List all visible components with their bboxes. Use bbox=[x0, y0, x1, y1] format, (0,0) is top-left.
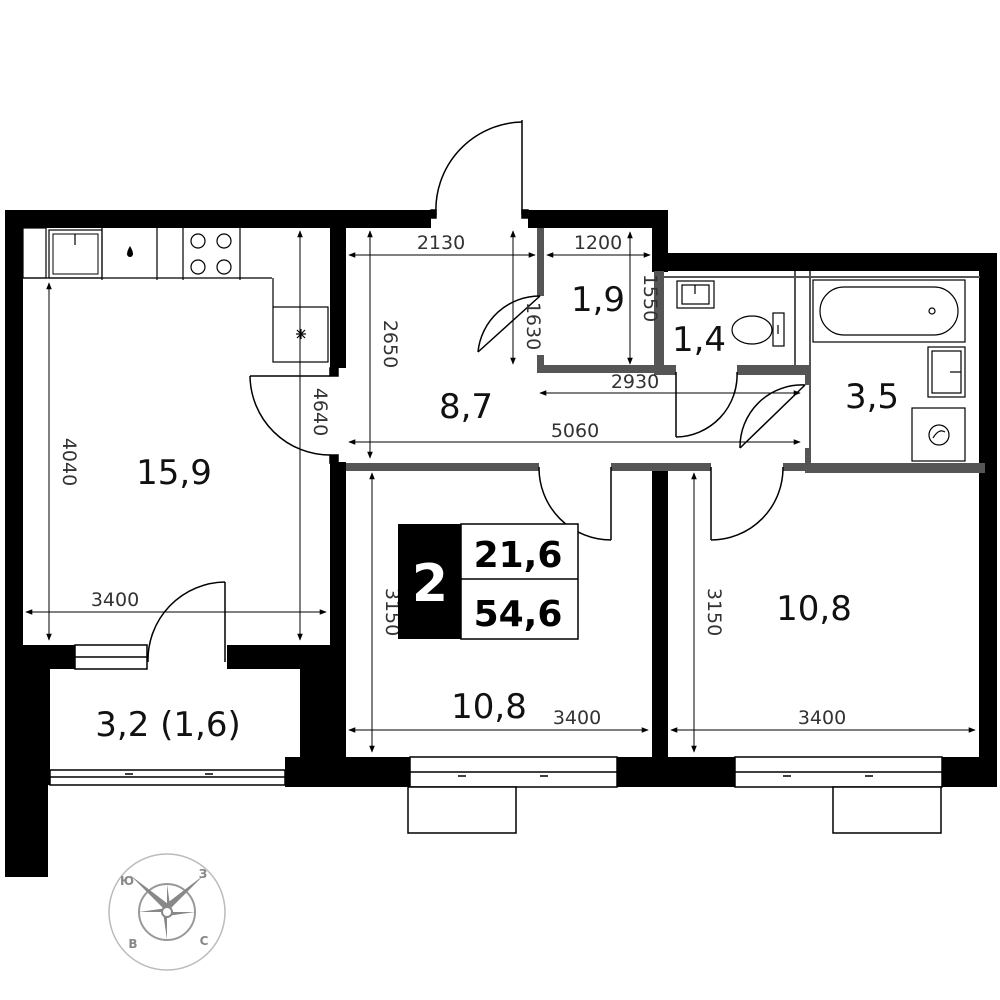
dimension-lines bbox=[25, 230, 976, 753]
dim-right-room-width: 3400 bbox=[798, 707, 846, 729]
closet-door[interactable] bbox=[477, 295, 541, 353]
compass: Ю З В С bbox=[108, 853, 226, 971]
right-bedroom-door[interactable] bbox=[710, 466, 784, 541]
room-area-bath: 3,5 bbox=[845, 377, 899, 417]
compass-rose-icon bbox=[130, 875, 204, 949]
doors bbox=[147, 120, 806, 663]
partition-bath-bottom bbox=[805, 463, 985, 473]
wall-right bbox=[979, 253, 997, 473]
entrance-door[interactable] bbox=[430, 120, 529, 219]
dimension-labels: 2130 1200 1550 1630 2650 4640 4040 2930 … bbox=[58, 232, 846, 729]
summary-badge: 2 21,6 54,6 bbox=[398, 523, 579, 640]
dim-closet-width: 1200 bbox=[574, 232, 622, 254]
right-bedroom-window bbox=[734, 756, 943, 834]
partition-hall-bottom-m bbox=[611, 463, 711, 471]
room-area-balcony: 3,2 (1,6) bbox=[95, 705, 240, 745]
wall-balcony-left bbox=[5, 645, 50, 785]
partition-hall-bottom-l bbox=[346, 463, 539, 471]
wall-top-left bbox=[5, 210, 431, 228]
balcony-threshold bbox=[74, 644, 148, 670]
bathroom-fixtures bbox=[676, 279, 966, 462]
dim-left-room-height: 3150 bbox=[381, 588, 403, 636]
toilet-icon bbox=[731, 312, 785, 347]
kitchen-door[interactable] bbox=[249, 367, 339, 464]
room-area-kitchen: 15,9 bbox=[136, 453, 212, 493]
room-area-hall: 8,7 bbox=[439, 387, 493, 427]
partition-wc-left bbox=[654, 271, 664, 373]
left-bedroom-window bbox=[407, 756, 618, 834]
partition-closet-left bbox=[537, 228, 544, 296]
dim-kitchen-width: 3400 bbox=[91, 589, 139, 611]
partition-wc-bottom-r bbox=[737, 365, 809, 375]
bath-sink-icon bbox=[927, 346, 966, 398]
dim-hall-length: 5060 bbox=[551, 420, 599, 442]
wall-right-step bbox=[652, 210, 668, 272]
kitchen-counter bbox=[22, 227, 47, 279]
wall-kitchen-right-lower bbox=[330, 462, 346, 645]
washing-machine-icon bbox=[911, 407, 966, 462]
room-area-bedroom-right: 10,8 bbox=[776, 589, 852, 629]
dim-left-room-width: 3400 bbox=[553, 707, 601, 729]
badge-total-area: 54,6 bbox=[474, 594, 563, 635]
wall-kitchen-right-upper bbox=[330, 228, 346, 368]
wall-kitchen-bottom-left bbox=[50, 645, 75, 669]
wall-balcony-right bbox=[300, 645, 346, 757]
kitchen-fixtures bbox=[22, 227, 329, 363]
dim-hall-height: 2650 bbox=[379, 320, 401, 368]
room-area-wc: 1,4 bbox=[672, 320, 726, 360]
badge-living-area: 21,6 bbox=[474, 535, 563, 576]
dim-hall-door-gap: 1630 bbox=[522, 302, 544, 350]
badge-room-count: 2 bbox=[412, 554, 448, 614]
dim-right-room-height: 3150 bbox=[703, 588, 725, 636]
stove-icon bbox=[190, 233, 232, 275]
dim-kitchen-height: 4040 bbox=[58, 438, 80, 486]
water-drop-icon bbox=[127, 246, 133, 257]
bath-door[interactable] bbox=[739, 384, 806, 449]
partition-bath-left-upper bbox=[805, 373, 810, 385]
wall-top-right bbox=[655, 253, 997, 271]
partition-closet-bottom bbox=[537, 365, 662, 373]
room-areas: 15,9 8,7 1,9 1,4 3,5 10,8 10,8 3,2 (1,6) bbox=[95, 280, 899, 745]
wc-sink-icon bbox=[676, 280, 715, 309]
badge-values-box bbox=[460, 523, 579, 640]
bathtub-icon bbox=[812, 279, 966, 343]
left-bedroom-door[interactable] bbox=[538, 466, 612, 541]
wall-bottom-left-seg bbox=[285, 757, 410, 787]
wall-balcony-col bbox=[5, 785, 48, 877]
exterior-walls bbox=[5, 210, 997, 877]
badge-room-count-box bbox=[398, 524, 461, 639]
wall-bottom-mid-seg bbox=[617, 757, 735, 787]
compass-label-north: З bbox=[199, 867, 208, 881]
compass-label-west: Ю bbox=[120, 874, 134, 888]
wall-left bbox=[5, 210, 23, 645]
partitions bbox=[346, 228, 985, 473]
compass-label-east: С bbox=[200, 934, 209, 948]
partition-wc-bottom-l bbox=[654, 365, 676, 375]
dim-closet-height: 1550 bbox=[639, 274, 661, 322]
wall-bottom-right-seg bbox=[942, 757, 997, 787]
wall-bedroom-divider bbox=[652, 465, 668, 757]
dim-hall-width: 2130 bbox=[417, 232, 465, 254]
wall-kitchen-bottom-right bbox=[227, 645, 300, 669]
partition-closet-left-lower bbox=[537, 355, 544, 372]
compass-label-south: В bbox=[128, 937, 137, 951]
room-area-bedroom-left: 10,8 bbox=[451, 687, 527, 727]
wc-door[interactable] bbox=[675, 371, 738, 438]
partition-bath-left-lower bbox=[805, 448, 810, 466]
balcony-door[interactable] bbox=[147, 581, 226, 663]
balcony-window bbox=[49, 769, 286, 786]
windows bbox=[49, 756, 943, 834]
room-area-closet: 1,9 bbox=[571, 280, 625, 320]
wall-top-middle bbox=[528, 210, 668, 228]
wall-right-lower bbox=[979, 465, 997, 785]
dim-kitchen-depth: 4640 bbox=[309, 388, 331, 436]
dim-wc-width: 2930 bbox=[611, 371, 659, 393]
wc-thin-walls bbox=[664, 271, 980, 465]
partition-hall-bottom-r bbox=[783, 463, 808, 471]
